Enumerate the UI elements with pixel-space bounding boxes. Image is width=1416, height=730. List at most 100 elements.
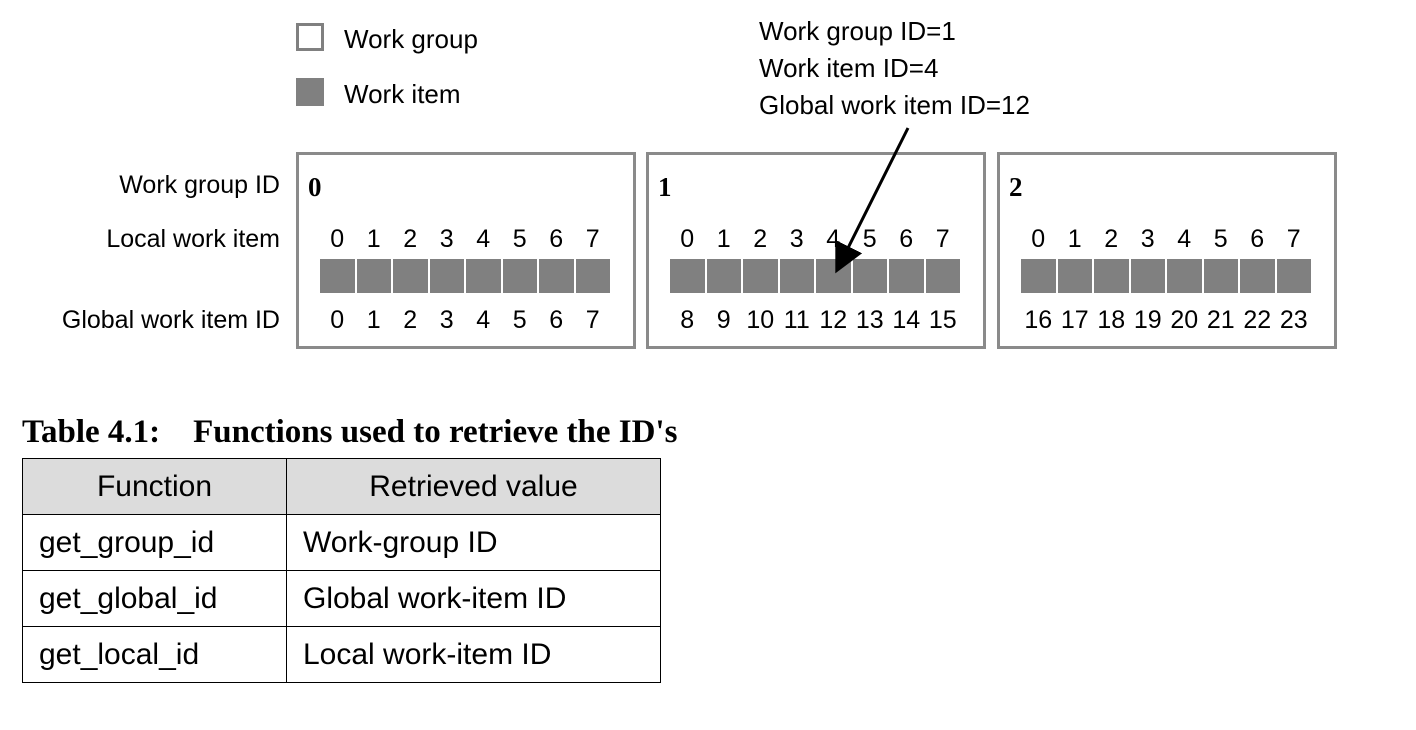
local-work-item-number: 4	[476, 225, 491, 253]
local-work-item-number: 3	[439, 225, 454, 253]
work-item-cell	[1276, 259, 1311, 293]
work-item-cell	[575, 259, 610, 293]
row-label-work-group-id: Work group ID	[119, 171, 280, 199]
local-work-item-number: 3	[789, 225, 804, 253]
work-item-cell	[1203, 259, 1238, 293]
work-item-cell	[1021, 259, 1056, 293]
global-work-item-number: 1	[366, 306, 381, 334]
work-item-cell	[320, 259, 355, 293]
global-work-item-number: 21	[1206, 306, 1235, 334]
annotation-work-item-id: Work item ID=4	[759, 53, 939, 83]
global-work-item-number: 10	[746, 306, 775, 334]
global-work-item-number: 23	[1279, 306, 1308, 334]
local-work-item-number: 0	[1031, 225, 1046, 253]
global-work-item-number: 12	[819, 306, 848, 334]
global-work-item-number: 8	[680, 306, 695, 334]
global-work-item-number: 2	[403, 306, 418, 334]
work-group-id: 2	[1009, 172, 1023, 202]
local-work-item-number: 7	[1286, 225, 1301, 253]
global-work-item-number: 18	[1097, 306, 1126, 334]
work-item-cell	[925, 259, 960, 293]
local-work-item-number: 7	[935, 225, 950, 253]
global-work-item-number: 3	[439, 306, 454, 334]
global-work-item-number: 16	[1024, 306, 1053, 334]
work-item-cell	[429, 259, 464, 293]
local-work-item-number: 1	[1067, 225, 1082, 253]
local-work-item-number: 6	[899, 225, 914, 253]
value-cell: Global work-item ID	[286, 570, 661, 627]
work-item-cell	[1094, 259, 1129, 293]
row-label-global-work-item-id: Global work item ID	[61, 306, 280, 334]
local-work-item-number: 0	[330, 225, 345, 253]
global-work-item-number: 6	[549, 306, 564, 334]
function-cell: get_global_id	[22, 570, 287, 627]
work-item-cell	[393, 259, 428, 293]
work-item-cell	[1130, 259, 1165, 293]
global-work-item-number: 7	[585, 306, 600, 334]
global-work-item-number: 11	[783, 306, 810, 334]
global-work-item-number: 4	[476, 306, 491, 334]
local-work-item-number: 6	[549, 225, 564, 253]
functions-table: Function Retrieved value get_group_id Wo…	[22, 458, 661, 683]
work-item-cell	[889, 259, 924, 293]
header-retrieved-value: Retrieved value	[286, 458, 661, 515]
row-label-local-work-item: Local work item	[106, 225, 280, 253]
global-work-item-number: 22	[1243, 306, 1272, 334]
local-work-item-number: 6	[1250, 225, 1265, 253]
work-item-cell	[356, 259, 391, 293]
table-header-row: Function Retrieved value	[22, 458, 661, 515]
annotation-work-group-id: Work group ID=1	[759, 16, 956, 46]
global-work-item-number: 9	[716, 306, 731, 334]
work-group-id: 0	[308, 172, 322, 202]
local-work-item-number: 0	[680, 225, 695, 253]
work-item-legend-swatch	[296, 78, 324, 106]
local-work-item-number: 1	[716, 225, 731, 253]
work-item-cell	[670, 259, 705, 293]
table-caption: Table 4.1: Functions used to retrieve th…	[22, 414, 678, 450]
function-cell: get_local_id	[22, 626, 287, 683]
global-work-item-number: 20	[1170, 306, 1199, 334]
work-group-id: 1	[658, 172, 672, 202]
work-item-legend-label: Work item	[344, 79, 461, 109]
work-item-cell	[779, 259, 814, 293]
local-work-item-number: 4	[1177, 225, 1192, 253]
local-work-item-number: 2	[403, 225, 418, 253]
work-item-cell	[539, 259, 574, 293]
header-function: Function	[22, 458, 287, 515]
arrow-line	[835, 127, 910, 274]
work-item-cell	[1240, 259, 1275, 293]
global-work-item-number: 17	[1060, 306, 1089, 334]
local-work-item-number: 2	[1104, 225, 1119, 253]
work-item-cell	[502, 259, 537, 293]
local-work-item-number: 3	[1140, 225, 1155, 253]
work-item-cell	[1057, 259, 1092, 293]
global-work-item-number: 15	[928, 306, 957, 334]
function-cell: get_group_id	[22, 514, 287, 571]
table-row: get_global_id Global work-item ID	[22, 570, 661, 627]
local-work-item-number: 5	[512, 225, 527, 253]
global-work-item-number: 14	[892, 306, 921, 334]
global-work-item-number: 0	[330, 306, 345, 334]
local-work-item-number: 7	[585, 225, 600, 253]
annotation-global-work-item-id: Global work item ID=12	[759, 90, 1030, 120]
work-group-legend-swatch	[296, 23, 324, 51]
work-item-cell	[743, 259, 778, 293]
global-work-item-number: 13	[855, 306, 884, 334]
value-cell: Work-group ID	[286, 514, 661, 571]
work-group-legend-label: Work group	[344, 24, 478, 54]
value-cell: Local work-item ID	[286, 626, 661, 683]
work-item-cell	[1167, 259, 1202, 293]
global-work-item-number: 19	[1133, 306, 1162, 334]
local-work-item-number: 2	[753, 225, 768, 253]
global-work-item-number: 5	[512, 306, 527, 334]
work-item-cell	[466, 259, 501, 293]
local-work-item-number: 5	[1213, 225, 1228, 253]
annotation-text: Work group ID=1 Work item ID=4 Global wo…	[759, 13, 1030, 124]
table-row: get_local_id Local work-item ID	[22, 626, 661, 683]
work-item-cell	[706, 259, 741, 293]
local-work-item-number: 1	[366, 225, 381, 253]
